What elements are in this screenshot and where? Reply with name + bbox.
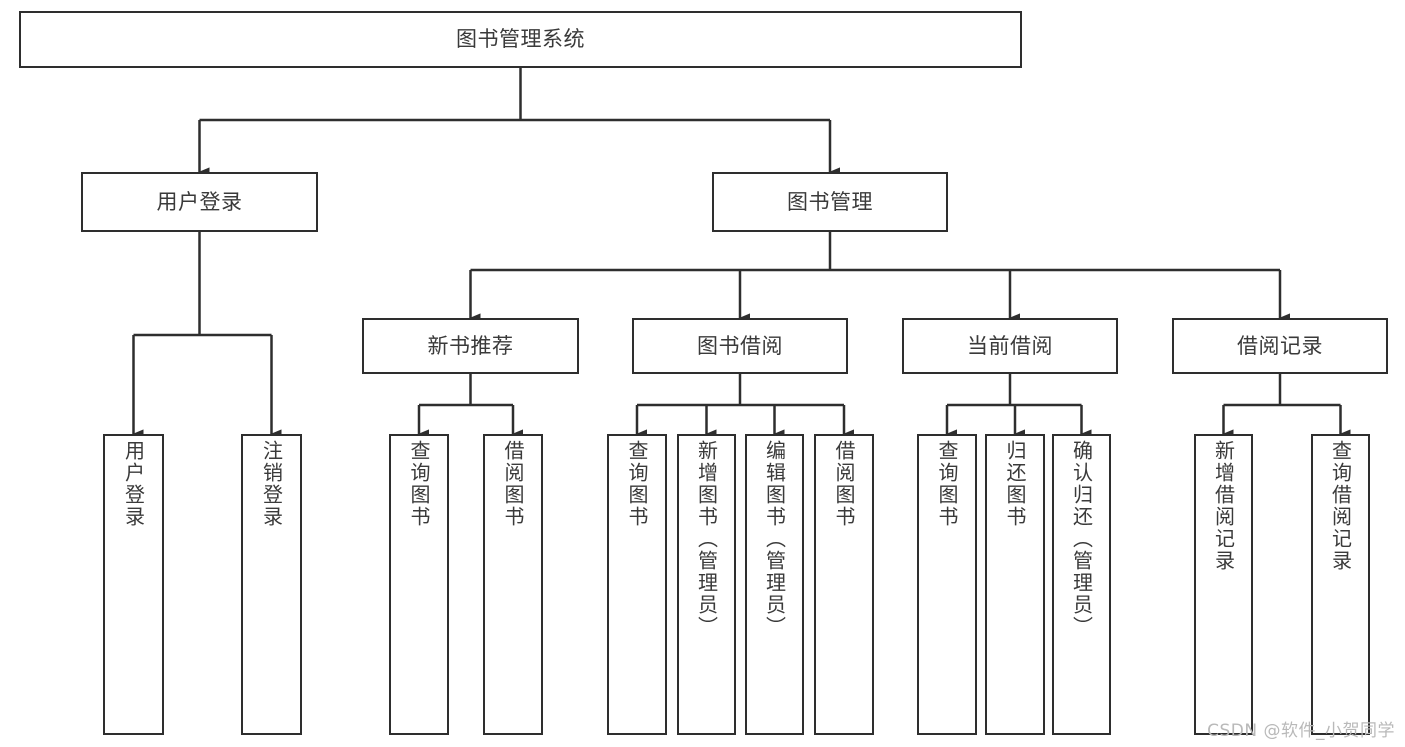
node-label-user-login: 用户登录	[156, 189, 243, 214]
node-label-book-borrow: 图书借阅	[697, 333, 783, 358]
node-label-leaf-add-record: 新增借阅记录	[1211, 440, 1236, 572]
node-label-root: 图书管理系统	[456, 27, 585, 52]
node-label-leaf-user-logout: 注销登录	[259, 440, 284, 528]
node-box-leaf-confirm-return[interactable]: 确认归还（管理员）	[1052, 434, 1111, 735]
node-label-leaf-add-book: 新增图书（管理员）	[694, 440, 719, 638]
node-label-leaf-query-book-1: 查询图书	[407, 440, 431, 528]
node-label-current-borrow: 当前借阅	[967, 333, 1053, 358]
node-label-leaf-confirm-return: 确认归还（管理员）	[1069, 440, 1094, 638]
node-box-borrow-record[interactable]: 借阅记录	[1172, 318, 1388, 374]
node-box-leaf-add-book[interactable]: 新增图书（管理员）	[677, 434, 736, 735]
node-box-new-book-rec[interactable]: 新书推荐	[362, 318, 579, 374]
node-box-leaf-user-logout[interactable]: 注销登录	[241, 434, 302, 735]
node-box-user-login[interactable]: 用户登录	[81, 172, 318, 232]
node-box-leaf-add-record[interactable]: 新增借阅记录	[1194, 434, 1253, 735]
node-label-new-book-rec: 新书推荐	[427, 333, 514, 358]
node-box-current-borrow[interactable]: 当前借阅	[902, 318, 1118, 374]
node-label-borrow-record: 借阅记录	[1237, 333, 1323, 358]
node-box-book-manage[interactable]: 图书管理	[712, 172, 948, 232]
node-label-leaf-borrow-book-2: 借阅图书	[832, 440, 856, 528]
node-box-leaf-return-book[interactable]: 归还图书	[985, 434, 1045, 735]
node-label-book-manage: 图书管理	[787, 189, 873, 214]
node-box-leaf-user-login[interactable]: 用户登录	[103, 434, 164, 735]
node-label-leaf-query-record: 查询借阅记录	[1328, 440, 1353, 572]
node-box-leaf-query-book-1[interactable]: 查询图书	[389, 434, 449, 735]
node-label-leaf-query-book-2: 查询图书	[625, 440, 649, 528]
node-label-leaf-return-book: 归还图书	[1003, 440, 1027, 528]
watermark-label: CSDN @软件_小贺同学	[1207, 721, 1395, 741]
node-label-leaf-borrow-book-1: 借阅图书	[501, 440, 525, 528]
node-box-leaf-query-book-3[interactable]: 查询图书	[917, 434, 977, 735]
node-box-leaf-query-book-2[interactable]: 查询图书	[607, 434, 667, 735]
node-label-leaf-user-login: 用户登录	[121, 440, 146, 528]
node-box-root[interactable]: 图书管理系统	[19, 11, 1022, 68]
node-label-leaf-edit-book: 编辑图书（管理员）	[762, 440, 787, 638]
node-label-leaf-query-book-3: 查询图书	[935, 440, 959, 528]
node-box-leaf-query-record[interactable]: 查询借阅记录	[1311, 434, 1370, 735]
node-box-leaf-borrow-book-1[interactable]: 借阅图书	[483, 434, 543, 735]
node-box-book-borrow[interactable]: 图书借阅	[632, 318, 848, 374]
connector-paths	[132, 68, 1351, 439]
node-box-leaf-edit-book[interactable]: 编辑图书（管理员）	[745, 434, 804, 735]
node-box-leaf-borrow-book-2[interactable]: 借阅图书	[814, 434, 874, 735]
